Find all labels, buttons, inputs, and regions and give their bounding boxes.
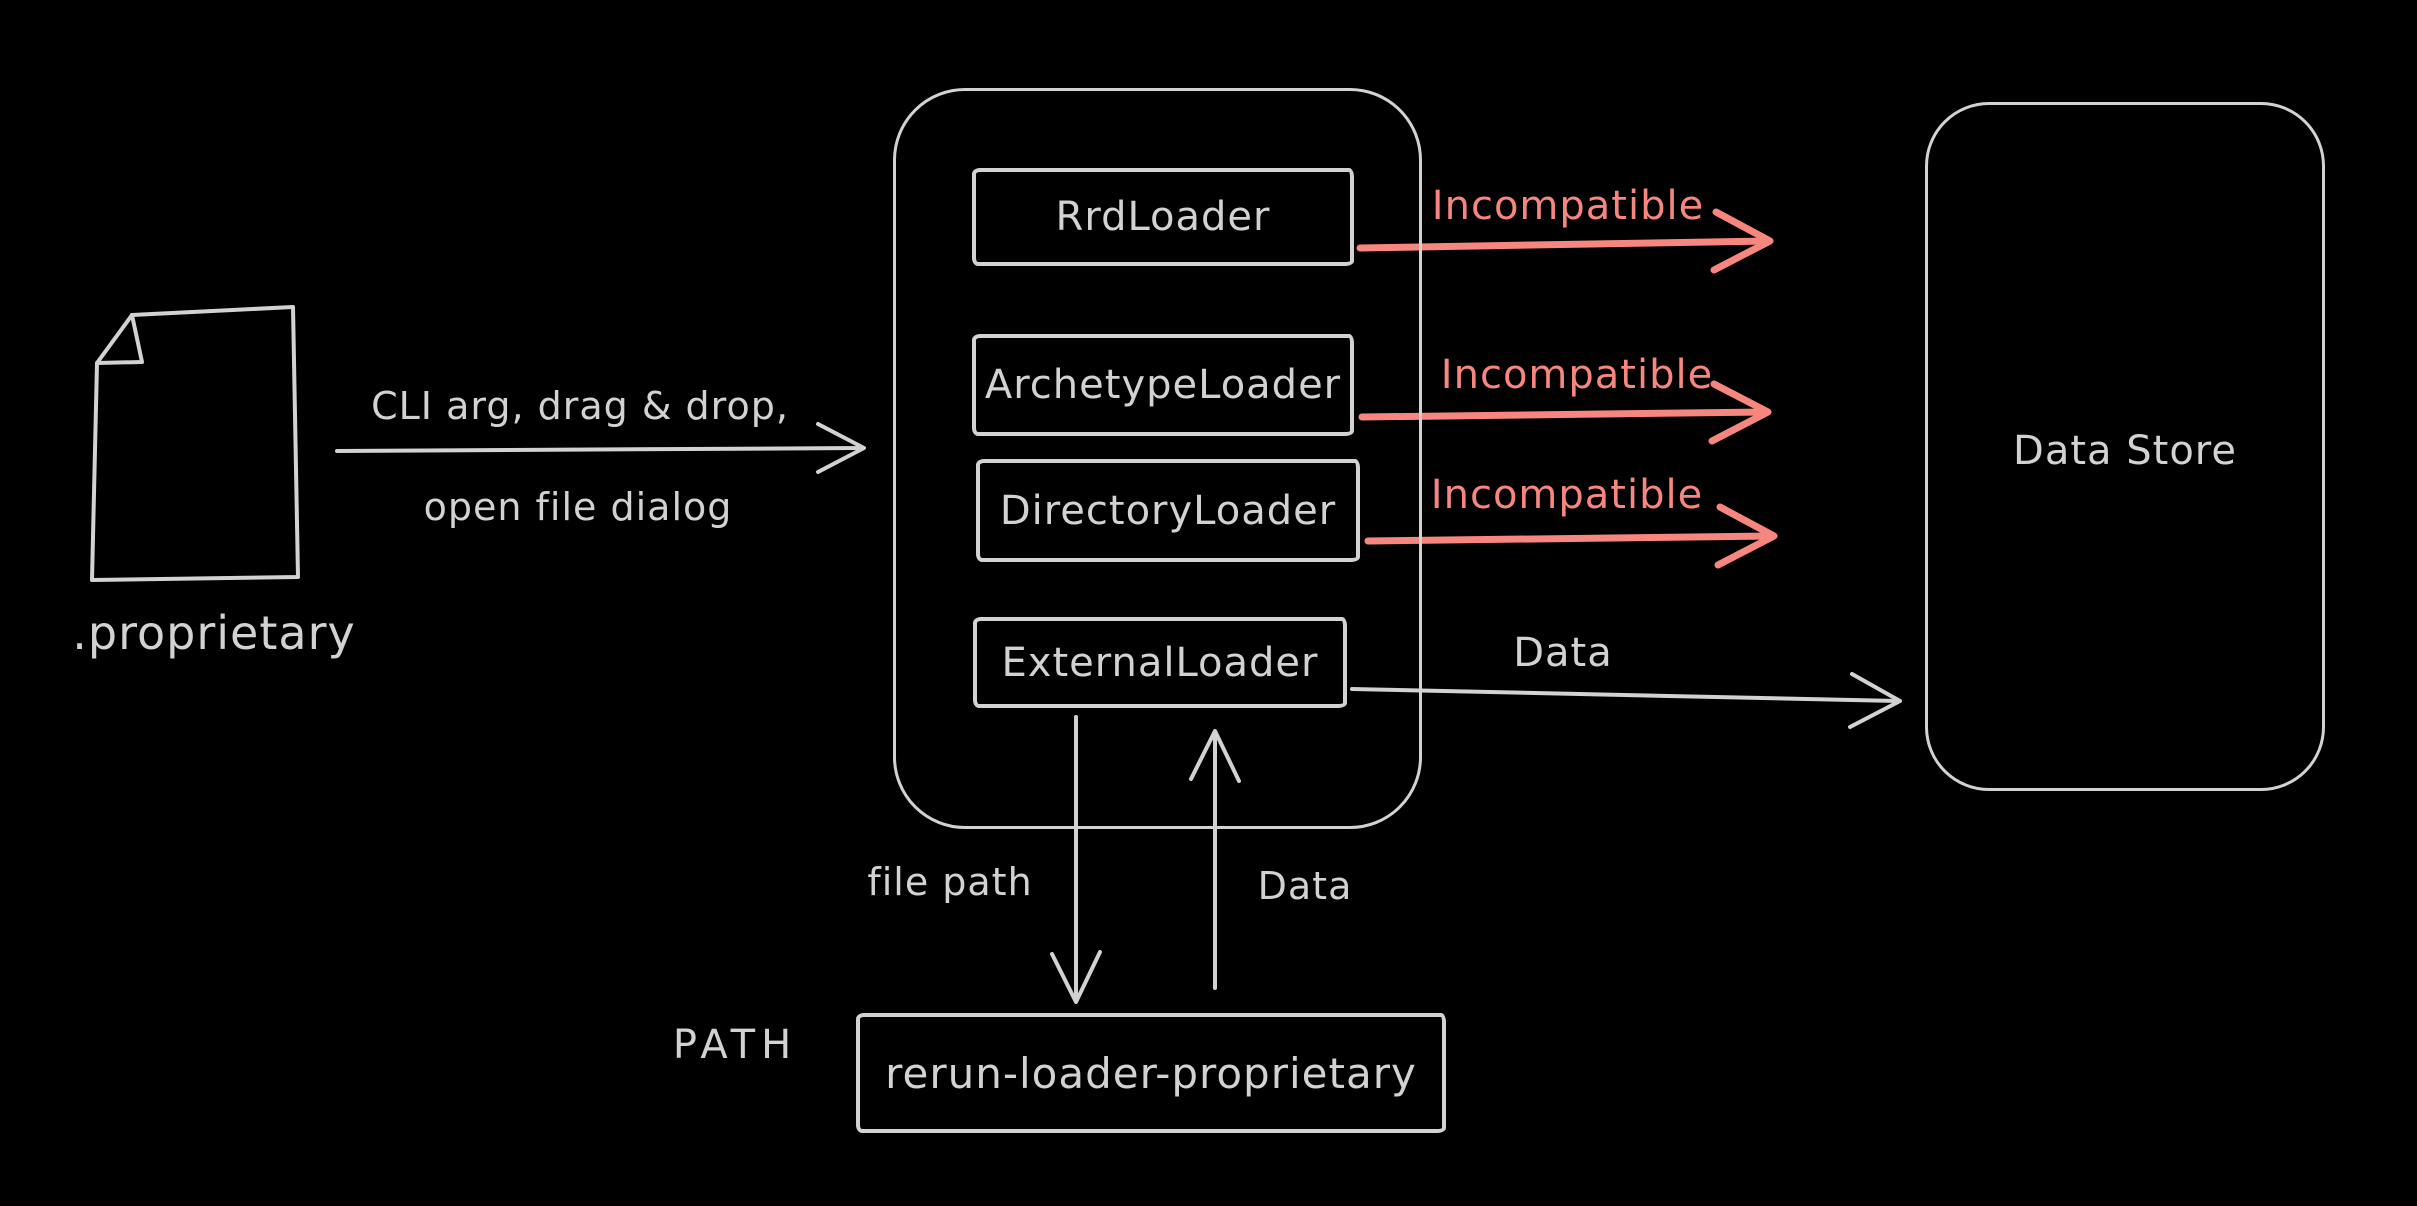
loader-box-rrdloader: RrdLoader: [972, 168, 1354, 266]
data-arrow: [1350, 672, 1902, 729]
file-path-label: file path: [867, 860, 1033, 904]
loader-box-directoryloader: DirectoryLoader: [976, 459, 1360, 562]
file-path-arrow: [1050, 715, 1102, 1004]
loader-binary-label: rerun-loader-proprietary: [885, 1048, 1417, 1098]
incompatible-label-1: Incompatible: [1431, 183, 1705, 229]
loaders-container: [893, 88, 1422, 829]
loader-box-archetypeloader: ArchetypeLoader: [972, 334, 1354, 436]
loader-label-rrdloader: RrdLoader: [1055, 194, 1271, 240]
incompatible-label-2: Incompatible: [1440, 352, 1714, 398]
incompatible-arrow-3: [1364, 503, 1778, 569]
path-env-label: PATH: [672, 1022, 798, 1068]
loader-label-directoryloader: DirectoryLoader: [999, 487, 1337, 534]
input-arrow: [335, 422, 866, 474]
loader-label-archetypeloader: ArchetypeLoader: [984, 362, 1342, 408]
input-arrow-label-top: CLI arg, drag & drop,: [371, 384, 789, 428]
loader-binary-box: rerun-loader-proprietary: [856, 1013, 1446, 1133]
incompatible-arrow-2: [1358, 380, 1772, 445]
loader-box-externalloader: ExternalLoader: [973, 617, 1347, 708]
loader-label-externalloader: ExternalLoader: [1001, 639, 1319, 686]
data-store-label: Data Store: [2013, 428, 2237, 474]
input-arrow-label-bottom: open file dialog: [423, 485, 733, 529]
data-return-arrow: [1189, 729, 1241, 990]
file-label: .proprietary: [72, 606, 356, 660]
data-arrow-label: Data: [1513, 630, 1613, 676]
data-store-box: [1925, 102, 2325, 791]
file-icon: [90, 305, 300, 582]
data-return-label: Data: [1257, 864, 1353, 908]
incompatible-label-3: Incompatible: [1430, 472, 1704, 518]
incompatible-arrow-1: [1356, 208, 1774, 274]
